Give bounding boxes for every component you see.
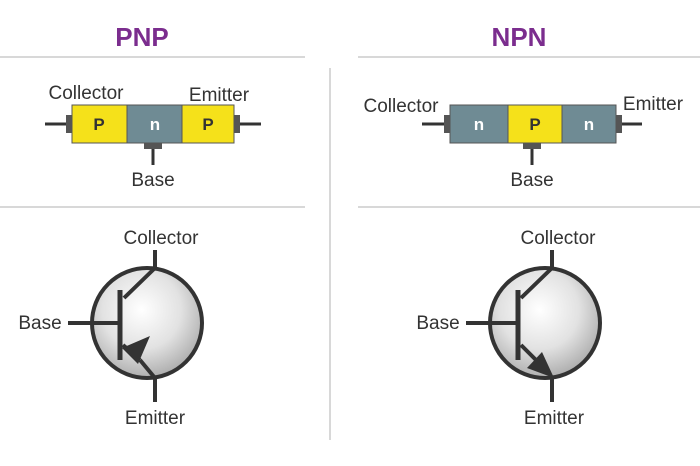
npn-collector-wire [519,266,554,300]
npn-segment-emitter-label: n [584,115,594,134]
npn-collector-contact [444,115,450,133]
npn-block-collector-label: Collector [364,96,440,117]
pnp-emitter-contact [234,115,240,133]
npn-title: NPN [492,22,547,52]
npn-symbol-emitter-label: Emitter [524,408,585,429]
pnp-segment-collector [71,104,128,144]
npn-emitter-arrow-icon [527,352,554,378]
pnp-block-emitter-label: Emitter [189,85,250,106]
pnp-title: PNP [115,22,168,52]
npn-block-base-label: Base [510,170,553,191]
pnp-symbol-collector-label: Collector [124,228,200,249]
npn-symbol: Collector Base Emitter [416,228,602,429]
npn-segment-emitter [561,104,617,144]
pnp-symbol-emitter-label: Emitter [125,408,186,429]
pnp-segment-emitter [181,104,235,144]
npn-panel: NPN Collector Emitter n P n Base Collect… [358,22,700,429]
npn-segment-collector [449,104,509,144]
npn-symbol-base-label: Base [416,313,459,334]
pnp-collector-wire [122,266,157,300]
npn-segment-collector-label: n [474,115,484,134]
pnp-segment-base-label: n [150,115,160,134]
pnp-block-diagram: Collector Emitter P n P Base [45,83,261,191]
npn-base-contact [523,143,541,149]
pnp-base-contact [144,143,162,149]
pnp-emitter-wire [138,358,157,380]
pnp-segment-emitter-label: P [202,115,213,134]
pnp-collector-contact [66,115,72,133]
npn-segment-base [507,104,563,144]
pnp-emitter-arrow-icon [122,336,150,364]
pnp-block-collector-label: Collector [49,83,125,104]
pnp-block-base-label: Base [131,170,174,191]
npn-block-emitter-label: Emitter [623,94,684,115]
npn-block-diagram: Collector Emitter n P n Base [364,94,684,191]
pnp-symbol: Collector Base Emitter [18,228,204,429]
pnp-symbol-base-label: Base [18,313,61,334]
pnp-segment-collector-label: P [93,115,104,134]
pnp-panel: PNP Collector Emitter P n P Base Collect… [0,22,305,429]
npn-symbol-collector-label: Collector [521,228,597,249]
npn-segment-base-label: P [529,115,540,134]
npn-emitter-contact [616,115,622,133]
